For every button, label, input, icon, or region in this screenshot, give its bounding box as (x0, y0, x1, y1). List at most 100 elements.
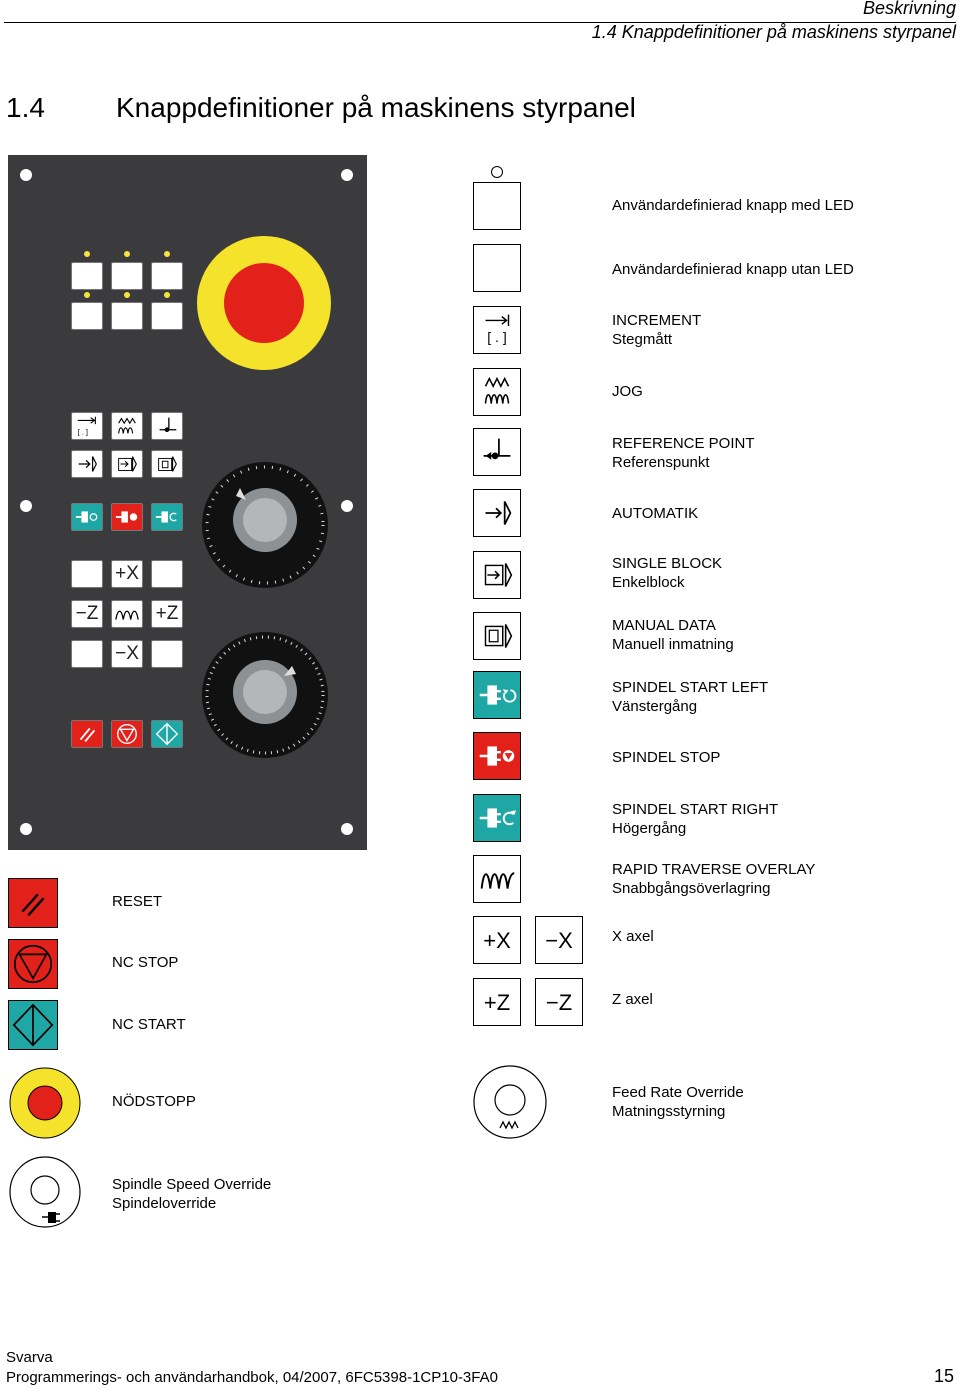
jog-key-icon (473, 368, 521, 416)
legend-line1: Användardefinierad knapp utan LED (612, 261, 854, 278)
header-rule (4, 22, 956, 23)
spindle-override-knob[interactable] (200, 460, 330, 590)
legend-line1: Spindle Speed Override (112, 1176, 272, 1193)
panel-spindle-stop-key[interactable] (111, 503, 143, 531)
panel-single-block-key[interactable] (111, 450, 143, 478)
legend-manual-data: MANUAL DATA Manuell inmatning (612, 616, 734, 654)
legend-line1: RESET (112, 893, 163, 910)
panel-manual-data-key[interactable] (151, 450, 183, 478)
legend-line1: Användardefinierad knapp med LED (612, 197, 854, 214)
minus-z-key-icon: −Z (535, 978, 583, 1026)
panel-plus-x-label: +X (115, 563, 139, 584)
automatic-key-icon (473, 489, 521, 537)
plus-z-label: +Z (483, 990, 511, 1015)
led-icon (491, 166, 503, 178)
reference-point-key-icon (473, 428, 521, 476)
plus-z-key-icon: +Z (473, 978, 521, 1026)
panel-rapid-key[interactable] (111, 600, 143, 628)
legend-x-axis: X axel (612, 927, 654, 946)
panel-blank-key[interactable] (71, 640, 103, 668)
manual-data-key-icon (473, 612, 521, 660)
title-number: 1.4 (6, 92, 45, 123)
screw (341, 823, 353, 835)
legend-line1: SINGLE BLOCK (612, 555, 723, 572)
emergency-stop-button[interactable] (194, 233, 334, 373)
legend-line1: NC STOP (112, 954, 179, 971)
legend-line1: MANUAL DATA (612, 617, 716, 634)
screw (20, 169, 32, 181)
minus-z-label: −Z (545, 990, 573, 1015)
legend-z-axis: Z axel (612, 990, 653, 1009)
legend-line1: SPINDEL START LEFT (612, 679, 769, 696)
user-button-with-led-icon (473, 182, 521, 230)
legend-line2: Enkelblock (612, 574, 685, 591)
legend-line2: Vänstergång (612, 698, 698, 715)
legend-nc-start: NC START (112, 1015, 186, 1034)
nc-start-key-icon (8, 1000, 58, 1050)
panel-blank-key[interactable] (151, 640, 183, 668)
legend-line2: Spindeloverride (112, 1195, 217, 1212)
legend-line1: X axel (612, 928, 654, 945)
legend-line1: AUTOMATIK (612, 505, 699, 522)
legend-rapid-traverse: RAPID TRAVERSE OVERLAY Snabbgångsöverlagr… (612, 860, 815, 898)
plus-x-key-icon: +X (473, 916, 521, 964)
panel-blank-key[interactable] (151, 560, 183, 588)
legend-single-block: SINGLE BLOCK Enkelblock (612, 554, 722, 592)
user-button-1[interactable] (71, 262, 103, 290)
legend-line1: RAPID TRAVERSE OVERLAY (612, 861, 816, 878)
panel-jog-key[interactable] (111, 412, 143, 440)
reset-key-icon (8, 878, 58, 928)
led (164, 251, 170, 257)
panel-minus-z-key[interactable]: −Z (71, 600, 103, 628)
legend-automatic: AUTOMATIK (612, 504, 698, 523)
panel-plus-z-label: +Z (155, 603, 179, 624)
header-section: Beskrivning (862, 0, 956, 18)
legend-line2: Matningsstyrning (612, 1103, 726, 1120)
legend-emergency-stop: NÖDSTOPP (112, 1092, 196, 1111)
user-button-6[interactable] (151, 302, 183, 330)
panel-nc-stop-key[interactable] (111, 720, 143, 748)
legend-line1: JOG (612, 383, 643, 400)
panel-blank-key[interactable] (71, 560, 103, 588)
minus-x-key-icon: −X (535, 916, 583, 964)
panel-minus-z-label: −Z (75, 603, 99, 624)
user-button-5[interactable] (111, 302, 143, 330)
feed-override-knob[interactable] (200, 630, 330, 760)
legend-line1: NC START (112, 1016, 186, 1033)
screw (341, 500, 353, 512)
panel-automatic-key[interactable] (71, 450, 103, 478)
spindle-start-left-key-icon (473, 671, 521, 719)
led (84, 251, 90, 257)
panel-spindle-right-key[interactable] (151, 503, 183, 531)
svg-text:[ . ]: [ . ] (78, 427, 88, 436)
header-subsection: 1.4 Knappdefinitioner på maskinens styrp… (591, 22, 956, 42)
increment-key-icon: [ . ] (473, 306, 521, 354)
legend-line1: INCREMENT (612, 312, 702, 329)
panel-increment-key[interactable]: [ . ] (71, 412, 103, 440)
user-button-3[interactable] (151, 262, 183, 290)
plus-x-label: +X (483, 928, 511, 953)
panel-reference-point-key[interactable] (151, 412, 183, 440)
panel-minus-x-key[interactable]: −X (111, 640, 143, 668)
user-button-4[interactable] (71, 302, 103, 330)
minus-x-label: −X (545, 928, 573, 953)
legend-line2: Snabbgångsöverlagring (612, 880, 771, 897)
panel-plus-z-key[interactable]: +Z (151, 600, 183, 628)
user-button-2[interactable] (111, 262, 143, 290)
panel-reset-key[interactable] (71, 720, 103, 748)
panel-plus-x-key[interactable]: +X (111, 560, 143, 588)
control-panel-image: [ . ] +X −Z +Z −X (8, 155, 367, 850)
legend-user-led: Användardefinierad knapp med LED (612, 196, 854, 215)
spindle-speed-override-knob-icon (9, 1156, 81, 1228)
panel-spindle-left-key[interactable] (71, 503, 103, 531)
panel-nc-start-key[interactable] (151, 720, 183, 748)
legend-line1: Z axel (612, 991, 653, 1008)
legend-line1: NÖDSTOPP (112, 1093, 196, 1110)
legend-line2: Manuell inmatning (612, 636, 734, 653)
nc-stop-key-icon (8, 939, 58, 989)
